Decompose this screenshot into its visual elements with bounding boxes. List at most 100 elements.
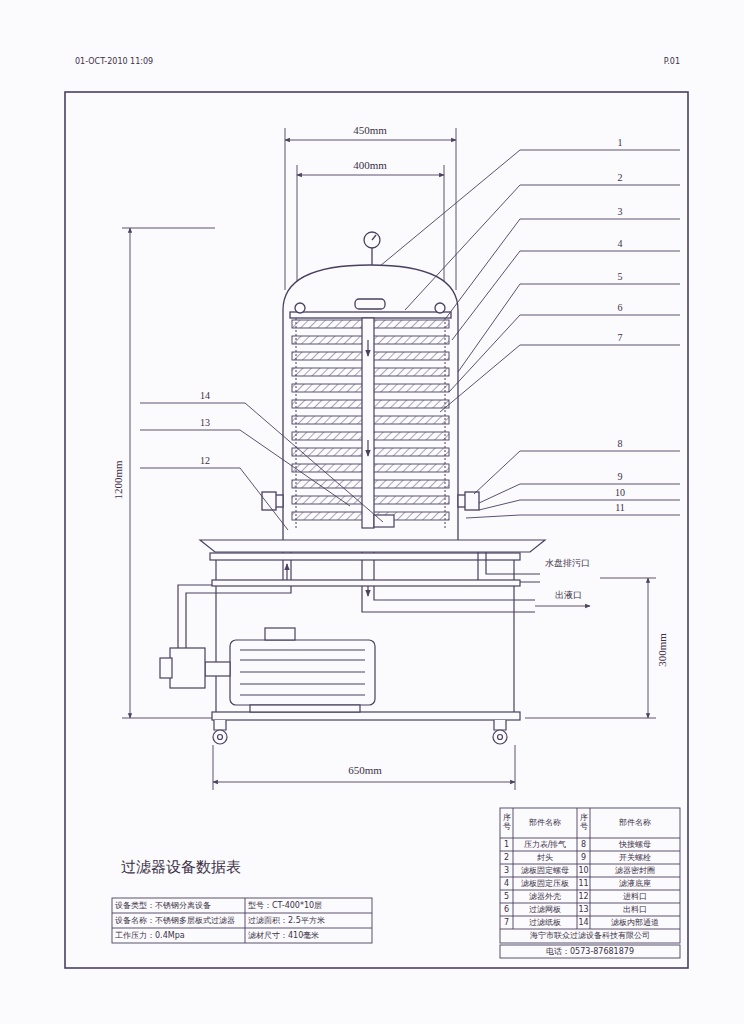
- drawing-part: [452, 251, 680, 340]
- wheels: [213, 720, 507, 744]
- table-cell: 2: [500, 851, 513, 864]
- dimension: 650mm: [335, 763, 395, 777]
- drawing-part: [297, 175, 444, 176]
- drawing-part: [525, 718, 656, 719]
- drawing-part: [355, 299, 385, 309]
- table-cell: 进料口: [590, 890, 680, 903]
- callout-number: 7: [608, 332, 632, 344]
- data-cell: 过滤面积：2.5平方米: [245, 913, 372, 928]
- drawing-part: [435, 303, 445, 313]
- drawing-part: [170, 648, 205, 688]
- motor-pump: [160, 628, 375, 712]
- table-cell: 快接螺母: [590, 838, 680, 851]
- drawing-part: [140, 403, 383, 522]
- plate-posts: [296, 318, 445, 530]
- drawing-part: [140, 468, 288, 530]
- table-cell: 11: [577, 877, 590, 890]
- drawing-part: [283, 265, 458, 545]
- table-cell: 滤板固定压板: [513, 877, 577, 890]
- drawing-part: [372, 235, 376, 240]
- drawing-part: [212, 712, 520, 720]
- dimension: 400mm: [340, 158, 400, 172]
- drawing-part: [262, 492, 276, 510]
- drawing-part: [265, 628, 295, 640]
- drawing-part: [296, 318, 297, 530]
- drawing-part: [295, 303, 305, 313]
- drawing-part: [130, 228, 131, 718]
- table-cell: 6: [500, 903, 513, 916]
- drawing-part: [245, 898, 246, 943]
- frame: [65, 92, 688, 968]
- table-cell: 滤板固定螺母: [513, 864, 577, 877]
- table-header: 序号: [503, 814, 511, 832]
- port-label: 水盘排污口: [542, 557, 606, 570]
- data-cell: 型号：CT-400*10层: [245, 898, 372, 913]
- drawing-part: [205, 662, 230, 676]
- filter-vessel: [262, 232, 479, 545]
- drawing-part: [362, 318, 374, 528]
- data-cell: 滤材尺寸：410毫米: [245, 928, 372, 943]
- table-cell: 9: [577, 851, 590, 864]
- table-cell: 1: [500, 838, 513, 851]
- drawing-part: [285, 140, 456, 141]
- drawing-part: [200, 540, 545, 552]
- leader-lines: [140, 150, 680, 530]
- drawing-part: [371, 248, 372, 265]
- drawing-part: [479, 500, 680, 510]
- drawing-part: [213, 782, 515, 783]
- drawing-part: [65, 92, 688, 968]
- drawing-part: [367, 340, 368, 356]
- drawing-part: [240, 671, 365, 672]
- drawing-part: [515, 745, 516, 790]
- table-cell: 3: [500, 864, 513, 877]
- drawing-part: [240, 694, 365, 695]
- company-name: 海宁市联众过滤设备科技有限公司: [500, 929, 680, 943]
- data-cell: 设备名称：不锈钢多层板式过滤器: [112, 913, 245, 928]
- drawing-part: [535, 606, 590, 607]
- phone-number: 电话：0573-87681879: [500, 945, 680, 958]
- callout-number: 14: [193, 390, 217, 402]
- table-cell: 出料口: [590, 903, 680, 916]
- drawing-part: [500, 808, 680, 943]
- drawing-part: [122, 228, 215, 229]
- drawing-part: [218, 735, 223, 740]
- drawing-part: [405, 185, 680, 310]
- drawing-part: [513, 808, 514, 929]
- data-cell: 设备类型：不锈钢分离设备: [112, 898, 245, 913]
- drawing-part: [478, 552, 540, 582]
- drawing-part: [577, 808, 578, 929]
- table-cell: 滤器外壳: [513, 890, 577, 903]
- callout-number: 6: [608, 302, 632, 314]
- callout-number: 11: [608, 502, 632, 514]
- table-header: 部件名称: [590, 808, 680, 838]
- dimension: 450mm: [340, 123, 400, 137]
- drawing-part: [240, 649, 365, 650]
- dimension: 1200mm: [111, 450, 125, 510]
- callout-number: 2: [608, 172, 632, 184]
- callout-number: 3: [608, 206, 632, 218]
- drawing-part: [112, 913, 372, 914]
- drawing-part: [367, 440, 368, 456]
- drawing-part: [230, 640, 375, 705]
- drawing-part: [474, 451, 680, 494]
- drawing-part: [440, 345, 680, 412]
- drawing-part: [210, 553, 520, 560]
- dimension: 300mm: [655, 620, 669, 680]
- callout-number: 4: [608, 238, 632, 250]
- drawing-part: [122, 718, 212, 719]
- table-cell: 滤液底座: [590, 877, 680, 890]
- drawing-part: [648, 578, 649, 718]
- drawing-part: [285, 128, 286, 290]
- drawing-part: [286, 564, 287, 580]
- callout-number: 1: [608, 137, 632, 149]
- drawing-part: [494, 720, 506, 730]
- callout-number: 12: [193, 455, 217, 467]
- table-cell: 过滤网板: [513, 903, 577, 916]
- drawing-part: [500, 945, 680, 958]
- drawing-part: [466, 515, 680, 518]
- page-number: P.01: [640, 56, 680, 68]
- table-header: 部件名称: [513, 808, 577, 838]
- drawing-part: [112, 898, 372, 943]
- drawing-part: [240, 683, 365, 684]
